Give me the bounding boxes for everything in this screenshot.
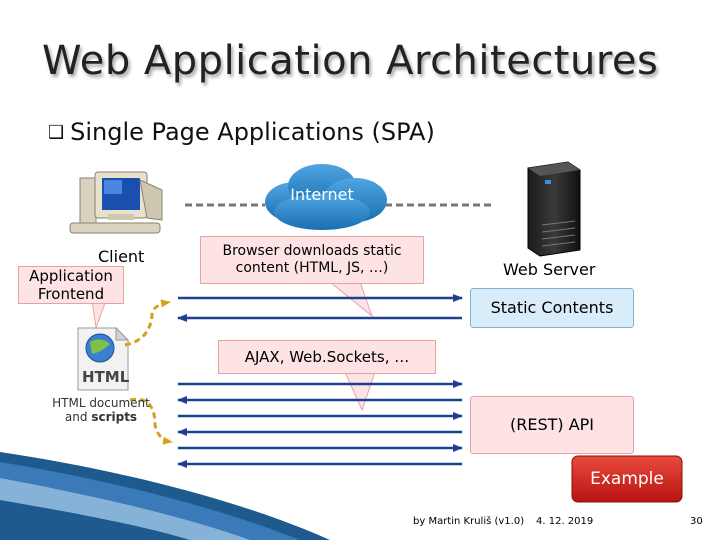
client-app-line3: Frontend bbox=[37, 285, 105, 303]
slide-title: Web Application Architectures bbox=[42, 38, 659, 84]
cloud-icon bbox=[265, 164, 387, 230]
client-callout-tail bbox=[91, 299, 107, 329]
download-callout-text: Browser downloads static content (HTML, … bbox=[222, 243, 402, 276]
bullet-text: Single Page Applications (SPA) bbox=[70, 118, 435, 146]
ajax-callout: AJAX, Web.Sockets, … bbox=[218, 340, 436, 374]
footer-date: 4. 12. 2019 bbox=[536, 516, 594, 527]
bullet-item: ❑Single Page Applications (SPA) bbox=[48, 118, 435, 146]
client-app-callout: Application Frontend bbox=[18, 266, 124, 304]
internet-label: Internet bbox=[290, 185, 354, 204]
example-button-bg bbox=[571, 455, 683, 503]
client-label: Client bbox=[98, 247, 145, 266]
footer-author: by Martin Kruliš (v1.0) bbox=[413, 516, 525, 527]
html-document-icon: HTML bbox=[77, 326, 130, 391]
page-number: 30 bbox=[690, 516, 703, 527]
static-contents-box: Static Contents bbox=[470, 288, 634, 328]
web-server-label: Web Server bbox=[503, 260, 596, 279]
download-callout: Browser downloads static content (HTML, … bbox=[200, 236, 424, 284]
bullet-box-icon: ❑ bbox=[48, 122, 65, 143]
download-dashed-arrow bbox=[124, 299, 171, 347]
server-icon bbox=[527, 161, 581, 257]
example-button[interactable]: Example bbox=[590, 469, 664, 489]
ajax-callout-tail bbox=[344, 371, 376, 412]
html-doc-line2: and scripts bbox=[64, 410, 138, 424]
computer-icon bbox=[69, 171, 163, 234]
html-document-caption: HTML document and scripts bbox=[46, 396, 156, 424]
html-doc-line1: HTML document bbox=[52, 396, 150, 410]
scripts-dashed-arrow bbox=[129, 397, 173, 445]
rest-api-box: (REST) API bbox=[470, 396, 634, 454]
footer-swoosh bbox=[0, 452, 330, 540]
client-app-line2: Application bbox=[29, 267, 113, 285]
html-icon-label: HTML bbox=[82, 368, 130, 386]
html-doc-scripts: scripts bbox=[91, 410, 138, 424]
